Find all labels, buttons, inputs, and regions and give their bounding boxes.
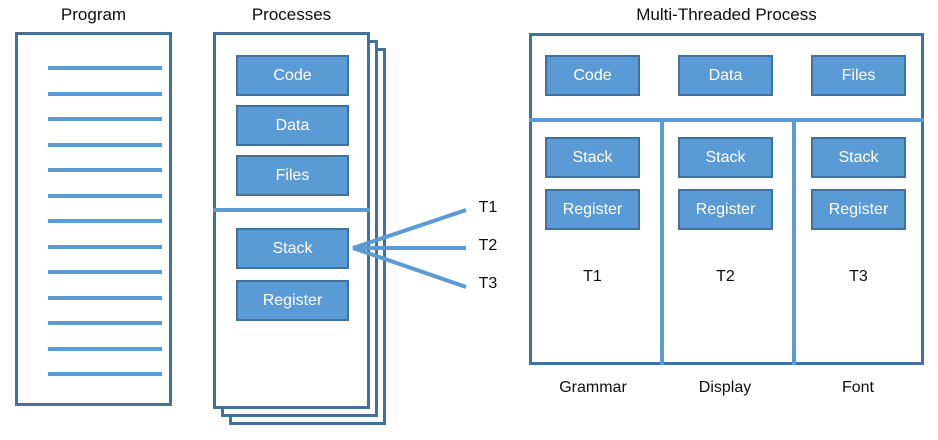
processes-divider [213, 208, 370, 212]
thread-1-name: T1 [583, 268, 602, 285]
connector-label-t3: T3 [478, 275, 498, 292]
program-code-line [48, 193, 162, 198]
connector-label-t2: T2 [478, 237, 498, 254]
multithreaded-shared-block-data: Data [678, 55, 773, 96]
processes-block-stack: Stack [236, 228, 349, 269]
multithreaded-shared-block-code: Code [545, 55, 640, 96]
program-code-line [48, 219, 162, 223]
thread-1-block-stack: Stack [545, 137, 640, 178]
thread-2-block-stack: Stack [678, 137, 773, 178]
thread-column-divider-1 [660, 121, 664, 365]
program-code-line [48, 270, 162, 274]
program-code-line [48, 91, 162, 96]
thread-2-block-register: Register [678, 189, 773, 230]
multithreaded-title: Multi-Threaded Process [636, 5, 817, 24]
processes-block-register: Register [236, 280, 349, 321]
thread-column-divider-2 [792, 121, 796, 365]
thread-1-block-register: Register [545, 189, 640, 230]
processes-block-files: Files [236, 155, 349, 196]
thread-3-name: T3 [849, 268, 868, 285]
processes-block-data: Data [236, 105, 349, 146]
program-code-line [48, 372, 162, 376]
program-code-line [48, 117, 162, 121]
thread-3-block-register: Register [811, 189, 906, 230]
connector-label-t1: T1 [478, 199, 498, 216]
program-code-line [48, 244, 162, 249]
thread-3-block-stack: Stack [811, 137, 906, 178]
thread-1-caption: Grammar [559, 379, 627, 396]
thread-2-caption: Display [698, 379, 752, 396]
program-code-line [48, 142, 162, 147]
multithreaded-shared-divider [529, 118, 924, 122]
multithreaded-shared-block-files: Files [811, 55, 906, 96]
program-code-line [48, 168, 162, 172]
processes-title: Processes [251, 5, 332, 24]
thread-2-name: T2 [716, 268, 735, 285]
program-title: Program [60, 5, 127, 24]
program-code-line [48, 346, 162, 351]
thread-3-caption: Font [841, 379, 874, 396]
program-code-line [48, 66, 162, 70]
program-code-line [48, 321, 162, 325]
processes-block-code: Code [236, 55, 349, 96]
program-code-line [48, 295, 162, 300]
program-box [15, 32, 172, 406]
